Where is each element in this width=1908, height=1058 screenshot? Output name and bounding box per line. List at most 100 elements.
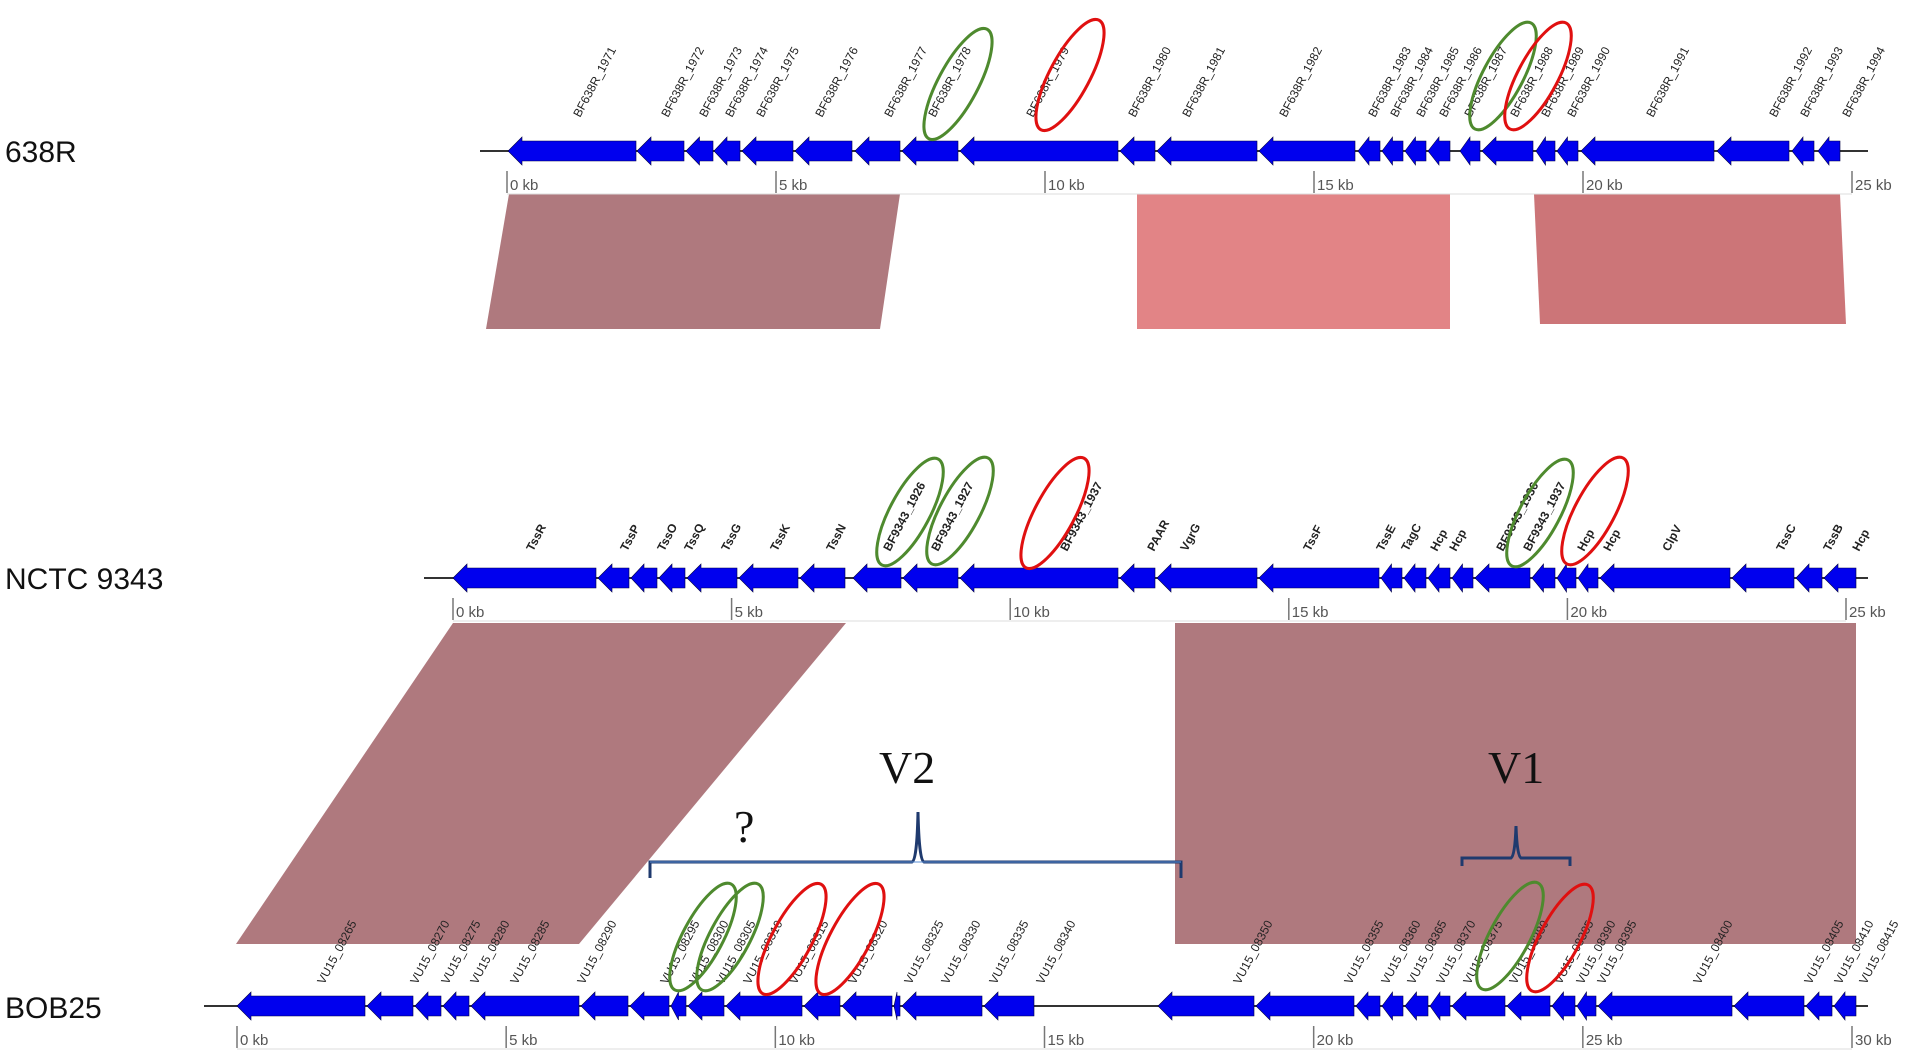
gene-arrow[interactable] [1258, 136, 1356, 166]
gene-arrow[interactable] [687, 991, 725, 1021]
gene-label: TssC [1773, 521, 1799, 553]
gene-arrow[interactable] [685, 136, 714, 166]
gene-arrow[interactable] [841, 991, 893, 1021]
highlight-ellipses [668, 17, 1630, 997]
gene-arrow[interactable] [597, 563, 630, 593]
gene-arrow[interactable] [1597, 991, 1733, 1021]
homology-block-638r-middle [1137, 194, 1450, 329]
gene-arrow[interactable] [366, 991, 414, 1021]
homology-block-638r-left [486, 194, 900, 329]
gene-arrow[interactable] [901, 136, 959, 166]
gene-arrow[interactable] [1119, 563, 1156, 593]
gene-arrow[interactable] [580, 991, 629, 1021]
gene-arrow[interactable] [1506, 991, 1551, 1021]
gene-arrow[interactable] [414, 991, 442, 1021]
gene-arrow[interactable] [1381, 136, 1404, 166]
scale-tick-label: 20 kb [1586, 177, 1623, 194]
gene-arrow[interactable] [1733, 991, 1805, 1021]
gene-arrow[interactable] [1427, 136, 1451, 166]
scale-tick-label: 5 kb [735, 604, 763, 621]
gene-arrow[interactable] [1795, 563, 1823, 593]
gene-label: VgrG [1177, 521, 1203, 553]
gene-arrow[interactable] [1427, 563, 1451, 593]
gene-arrow[interactable] [1823, 563, 1857, 593]
gene-arrow[interactable] [1556, 563, 1577, 593]
gene-arrow[interactable] [1380, 563, 1403, 593]
gene-arrow[interactable] [1357, 136, 1381, 166]
scale-tick-label: 15 kb [1292, 604, 1329, 621]
gene-arrow[interactable] [983, 991, 1035, 1021]
gene-arrow[interactable] [1731, 563, 1795, 593]
gene-arrow[interactable] [852, 563, 902, 593]
gene-arrow[interactable] [1580, 136, 1715, 166]
gene-arrow[interactable] [1119, 136, 1156, 166]
gene-arrow[interactable] [1403, 563, 1427, 593]
gene-arrow[interactable] [686, 563, 738, 593]
gene-arrow[interactable] [507, 136, 637, 166]
gene-arrow[interactable] [658, 563, 686, 593]
gene-arrow[interactable] [636, 136, 685, 166]
gene-arrow[interactable] [1551, 991, 1576, 1021]
gene-arrow[interactable] [1459, 136, 1481, 166]
gene-arrow[interactable] [442, 991, 470, 1021]
gene-arrow[interactable] [1355, 991, 1381, 1021]
gene-arrow[interactable] [738, 563, 799, 593]
gene-arrow[interactable] [1481, 136, 1534, 166]
gene-arrow[interactable] [1429, 991, 1451, 1021]
scale-tick-label: 10 kb [1013, 604, 1050, 621]
gene-arrow[interactable] [959, 136, 1119, 166]
gene-arrow[interactable] [1577, 563, 1599, 593]
scale-tick-label: 15 kb [1317, 177, 1354, 194]
gene-arrow[interactable] [1535, 136, 1556, 166]
highlight-ellipse-green [695, 881, 765, 993]
gene-arrow[interactable] [1599, 563, 1731, 593]
gene-arrow[interactable] [854, 136, 901, 166]
highlight-ellipse-red [1560, 455, 1630, 567]
gene-arrow[interactable] [902, 563, 959, 593]
gene-arrow[interactable] [1404, 136, 1427, 166]
gene-arrow[interactable] [470, 991, 580, 1021]
gene-arrow[interactable] [713, 136, 741, 166]
gene-arrow[interactable] [893, 991, 901, 1021]
gene-arrow[interactable] [1791, 136, 1815, 166]
gene-arrow[interactable] [1157, 991, 1255, 1021]
gene-arrow[interactable] [629, 991, 670, 1021]
gene-arrow[interactable] [901, 991, 983, 1021]
gene-arrow[interactable] [1531, 563, 1556, 593]
gene-label: Hcp [1446, 527, 1469, 554]
gene-arrow[interactable] [1451, 563, 1474, 593]
gene-arrow[interactable] [741, 136, 794, 166]
gene-arrow[interactable] [1404, 991, 1429, 1021]
gene-arrow[interactable] [1156, 136, 1258, 166]
scale-tick-label: 10 kb [1048, 177, 1085, 194]
gene-arrow[interactable] [1817, 136, 1841, 166]
gene-arrow[interactable] [1576, 991, 1597, 1021]
gene-arrow[interactable] [959, 563, 1119, 593]
gene-arrow[interactable] [1474, 563, 1531, 593]
gene-label: BF638R_1977 [881, 44, 930, 119]
highlight-ellipse-green [875, 456, 945, 568]
track-label: BOB25 [5, 992, 102, 1025]
gene-arrow[interactable] [1833, 991, 1857, 1021]
gene-arrow[interactable] [670, 991, 687, 1021]
gene-arrow[interactable] [1556, 136, 1579, 166]
gene-arrow[interactable] [1255, 991, 1355, 1021]
gene-label: TssP [617, 522, 642, 553]
gene-arrow[interactable] [452, 563, 597, 593]
gene-arrows [452, 563, 1857, 593]
gene-arrow[interactable] [236, 991, 366, 1021]
gene-arrow[interactable] [1381, 991, 1404, 1021]
gene-arrow[interactable] [1805, 991, 1833, 1021]
gene-arrow[interactable] [1156, 563, 1258, 593]
gene-arrow[interactable] [630, 563, 658, 593]
gene-arrow[interactable] [1451, 991, 1506, 1021]
gene-arrow[interactable] [1258, 563, 1380, 593]
gene-arrow[interactable] [794, 136, 853, 166]
gene-arrow[interactable] [803, 991, 841, 1021]
gene-arrow[interactable] [725, 991, 803, 1021]
v1-bracket [1460, 825, 1572, 866]
gene-arrow[interactable] [799, 563, 846, 593]
gene-label: TssF [1300, 523, 1325, 554]
gene-arrow[interactable] [1716, 136, 1790, 166]
